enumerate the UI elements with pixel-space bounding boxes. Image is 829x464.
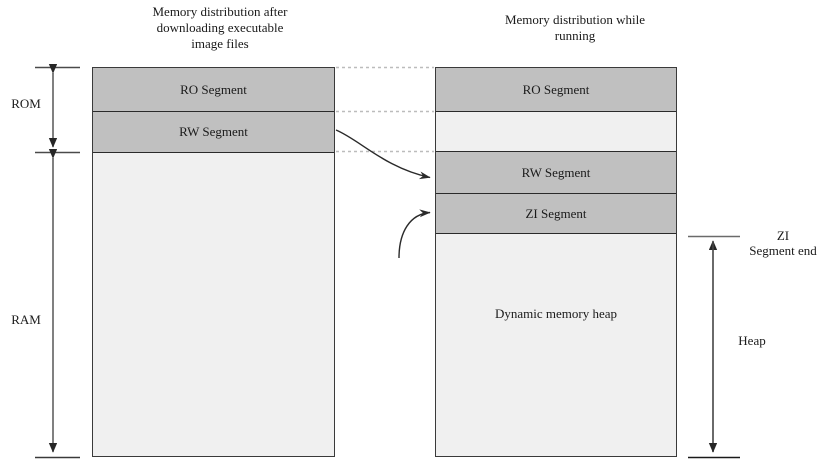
left-segment-ro: RO Segment — [93, 68, 334, 112]
right-segment-gap — [436, 112, 676, 152]
right-segment-zi: ZI Segment — [436, 194, 676, 234]
right-segment-heap: Dynamic memory heap — [436, 234, 676, 455]
right-segment-ro: RO Segment — [436, 68, 676, 112]
memory-column-after-download: RO Segment RW Segment — [92, 67, 335, 457]
right-column-title: Memory distribution while running — [504, 12, 646, 43]
memory-column-while-running: RO Segment RW Segment ZI Segment Dynamic… — [435, 67, 677, 457]
axis-label-zi-segment-end: ZI Segment end — [749, 228, 817, 258]
axis-label-heap: Heap — [738, 333, 766, 348]
left-segment-rw: RW Segment — [93, 112, 334, 153]
axis-label-ram: RAM — [11, 312, 41, 327]
rw-relocation-arrow — [335, 129, 431, 180]
left-column-title: Memory distribution after downloading ex… — [152, 4, 288, 51]
right-segment-rw: RW Segment — [436, 152, 676, 194]
zi-creation-arrow — [398, 209, 431, 259]
left-segment-free — [93, 153, 334, 455]
axis-label-rom: ROM — [11, 96, 41, 111]
